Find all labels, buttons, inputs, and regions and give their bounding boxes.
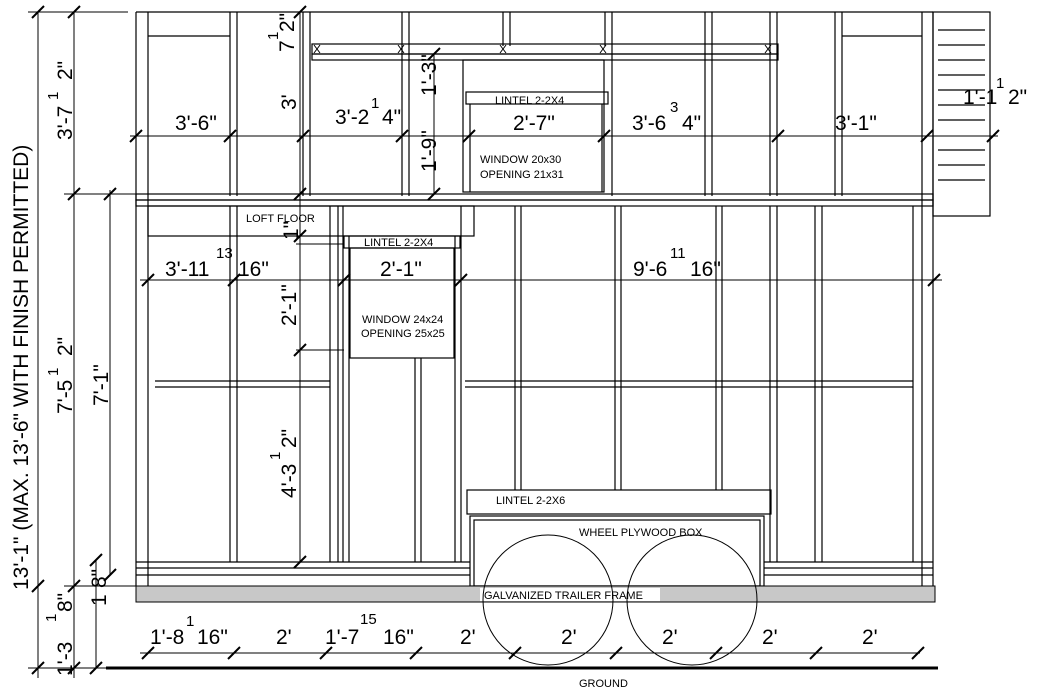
wheel-box-label: WHEEL PLYWOOD BOX bbox=[579, 527, 703, 539]
upper-3ft-dim: 3' bbox=[278, 94, 301, 110]
bottom-width-1-num: 1 bbox=[186, 613, 194, 630]
ridge-x-markers bbox=[313, 44, 772, 54]
wall-framing bbox=[135, 11, 991, 587]
upper-width-1: 3'-6" bbox=[175, 112, 217, 135]
bottom-width-8: 2' bbox=[862, 626, 878, 649]
plate-height-dim-b: 8" bbox=[88, 569, 111, 588]
bottom-width-1a: 1'-8 bbox=[150, 626, 184, 649]
trailer-frame-label-bg bbox=[480, 588, 660, 601]
upper-lintel-gap-dim: 1'-3" bbox=[418, 54, 441, 96]
bottom-width-2: 2' bbox=[276, 626, 292, 649]
plate-height-dim-a: 1 bbox=[88, 594, 111, 606]
top-small-dim-frac: 1 bbox=[265, 32, 282, 40]
bottom-width-7: 2' bbox=[762, 626, 778, 649]
upper-width-4a: 3'-6 bbox=[632, 112, 666, 135]
lower-width-1a: 3'-11 bbox=[165, 258, 209, 281]
lower-width-3b: 16" bbox=[690, 258, 721, 281]
lower-sill-dim-b: 2" bbox=[278, 429, 301, 448]
bottom-width-5: 2' bbox=[561, 626, 577, 649]
lower-width-2: 2'-1" bbox=[380, 258, 422, 281]
lower-width-3a: 9'-6 bbox=[633, 258, 667, 281]
upper-height-dim-a: 3'-7 bbox=[54, 106, 77, 140]
upper-width-4-num: 3 bbox=[670, 99, 678, 116]
upper-width-2b: 4" bbox=[382, 106, 401, 129]
lower-window-line2: OPENING 25x25 bbox=[361, 328, 445, 340]
upper-lintel-label: LINTEL 2-2X4 bbox=[495, 95, 564, 107]
upper-right-b: 2" bbox=[1008, 86, 1027, 109]
upper-window-line2: OPENING 21x31 bbox=[480, 169, 564, 181]
lower-sill-dim-a: 4'-3 bbox=[278, 464, 301, 498]
lower-window-h-dim: 2'-1" bbox=[278, 284, 301, 326]
top-small-dim-b: 2" bbox=[276, 13, 299, 32]
lower-sill-dim-frac: 1 bbox=[267, 452, 284, 460]
wheel-right bbox=[626, 534, 758, 666]
upper-width-3: 2'-7" bbox=[513, 112, 555, 135]
upper-right-a: 1'-1 bbox=[963, 86, 997, 109]
wall-height-dim-b: 2" bbox=[54, 337, 77, 356]
loft-floor-label: LOFT FLOOR bbox=[246, 213, 315, 225]
bottom-width-6: 2' bbox=[662, 626, 678, 649]
wheel-left bbox=[482, 534, 614, 666]
lower-lintel-label: LINTEL 2-2X6 bbox=[496, 495, 565, 507]
upper-window-h-dim: 1'-9" bbox=[418, 130, 441, 172]
loft-small-dim: 1" bbox=[280, 221, 303, 240]
upper-width-5: 3'-1" bbox=[835, 112, 877, 135]
dimension-lines bbox=[28, 11, 998, 678]
base-height-dim-b: 8" bbox=[54, 593, 77, 612]
upper-right-num: 1 bbox=[996, 75, 1004, 92]
lower-width-1-num: 13 bbox=[216, 245, 233, 262]
dimension-ticks bbox=[31, 5, 1000, 675]
base-height-dim-a: 1'-3 bbox=[54, 642, 77, 676]
upper-width-4b: 4" bbox=[682, 112, 701, 135]
bottom-width-3a: 1'-7 bbox=[325, 626, 359, 649]
loft-lintel-label: LINTEL 2-2X4 bbox=[364, 237, 433, 249]
upper-height-dim-frac: 1 bbox=[45, 92, 62, 100]
top-small-dim-a: 7 bbox=[276, 40, 299, 52]
trailer-frame-label: GALVANIZED TRAILER FRAME bbox=[484, 590, 643, 602]
bottom-width-4: 2' bbox=[460, 626, 476, 649]
lower-window-line1: WINDOW 24x24 bbox=[362, 314, 443, 326]
stud-height-dim: 7'-1" bbox=[90, 364, 113, 406]
bottom-width-3b: 16" bbox=[383, 626, 414, 649]
base-height-dim-num: 1 bbox=[43, 614, 60, 622]
upper-height-dim-b: 2" bbox=[54, 61, 77, 80]
lower-width-3-num: 11 bbox=[670, 245, 686, 262]
overall-height-dim: 13'-1" (MAX. 13'-6" WITH FINISH PERMITTE… bbox=[10, 145, 33, 590]
ground-label: GROUND bbox=[579, 678, 628, 690]
bottom-width-3-num: 15 bbox=[360, 611, 377, 628]
upper-width-2a: 3'-2 bbox=[335, 106, 369, 129]
wall-height-dim-frac: 1 bbox=[45, 368, 62, 376]
lower-width-1b: 16" bbox=[238, 258, 269, 281]
upper-window-line1: WINDOW 20x30 bbox=[480, 154, 561, 166]
wall-height-dim-a: 7'-5 bbox=[54, 380, 77, 414]
upper-width-2-num: 1 bbox=[371, 95, 379, 112]
bottom-width-1b: 16" bbox=[197, 626, 228, 649]
